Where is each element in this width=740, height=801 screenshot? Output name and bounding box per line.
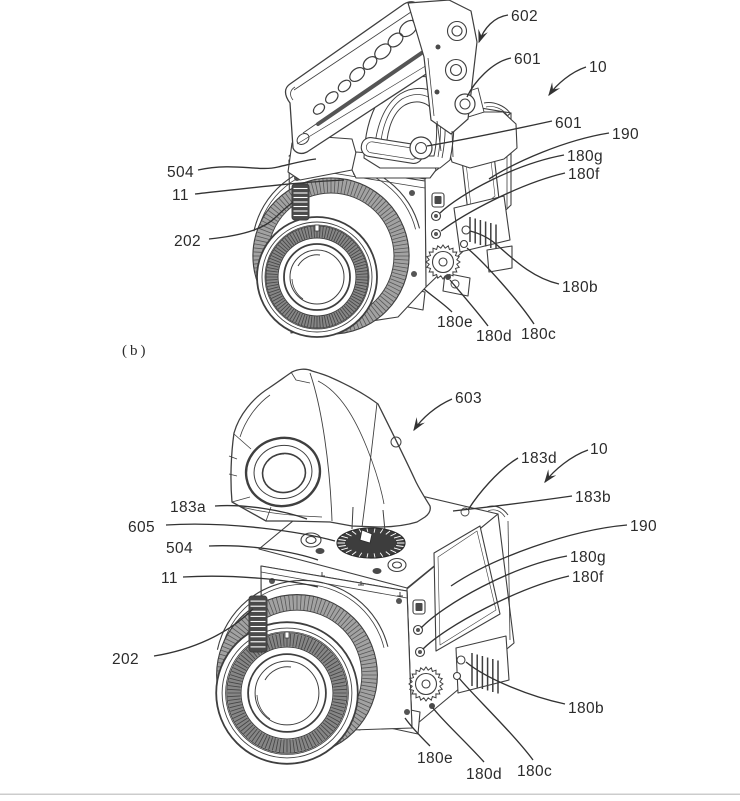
svg-text:183b: 183b — [575, 489, 611, 506]
svg-text:11: 11 — [161, 570, 178, 587]
svg-text:202: 202 — [112, 651, 139, 668]
svg-text:602: 602 — [511, 8, 538, 25]
svg-text:180g: 180g — [570, 549, 606, 566]
svg-text:180e: 180e — [437, 314, 473, 331]
svg-text:180e: 180e — [417, 750, 453, 767]
svg-text:504: 504 — [167, 164, 194, 181]
svg-text:180b: 180b — [562, 279, 598, 296]
svg-text:180c: 180c — [521, 326, 556, 343]
svg-text:180g: 180g — [567, 148, 603, 165]
svg-text:504: 504 — [166, 540, 193, 557]
svg-text:183a: 183a — [170, 499, 206, 516]
svg-text:180f: 180f — [572, 569, 604, 586]
svg-text:10: 10 — [589, 59, 607, 76]
svg-text:180d: 180d — [476, 328, 512, 345]
svg-text:190: 190 — [630, 518, 657, 535]
svg-text:601: 601 — [514, 51, 541, 68]
svg-text:180d: 180d — [466, 766, 502, 783]
svg-text:180c: 180c — [517, 763, 552, 780]
svg-text:11: 11 — [172, 187, 189, 204]
svg-text:202: 202 — [174, 233, 201, 250]
svg-text:603: 603 — [455, 390, 482, 407]
svg-text:180f: 180f — [568, 166, 600, 183]
svg-text:183d: 183d — [521, 450, 557, 467]
svg-text:180b: 180b — [568, 700, 604, 717]
svg-text:10: 10 — [590, 441, 608, 458]
svg-text:605: 605 — [128, 519, 155, 536]
svg-text:601: 601 — [555, 115, 582, 132]
svg-text:(b): (b) — [122, 343, 149, 359]
svg-text:190: 190 — [612, 126, 639, 143]
